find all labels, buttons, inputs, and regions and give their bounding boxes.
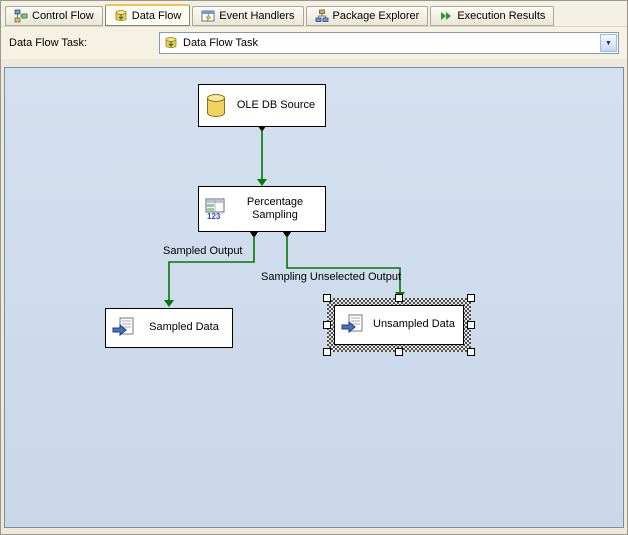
tab-label: Execution Results <box>457 10 546 22</box>
package-explorer-icon <box>315 9 328 22</box>
selection-handle-w[interactable] <box>323 321 331 329</box>
tab-label: Event Handlers <box>219 10 295 22</box>
connector-lines <box>164 126 405 307</box>
destination-file-icon <box>341 314 363 334</box>
selection-handle-sw[interactable] <box>323 348 331 356</box>
tab-control-flow[interactable]: Control Flow <box>5 6 103 26</box>
tab-label: Package Explorer <box>332 10 420 22</box>
dataflow-task-dropdown[interactable]: Data Flow Task ▼ <box>159 32 619 54</box>
edge-label-sampled-output: Sampled Output <box>163 245 243 257</box>
destination-file-icon <box>112 317 134 337</box>
dropdown-arrow-icon[interactable]: ▼ <box>600 34 617 52</box>
selection-handle-n[interactable] <box>395 294 403 302</box>
selection-handle-ne[interactable] <box>467 294 475 302</box>
selection-frame: Unsampled Data <box>323 294 475 356</box>
design-surface[interactable]: OLE DB Source 123 Percentage Sampling Sa… <box>4 67 624 528</box>
data-flow-task-icon <box>165 37 177 49</box>
selection-handle-nw[interactable] <box>323 294 331 302</box>
tab-data-flow[interactable]: Data Flow <box>104 4 191 26</box>
selection-handle-se[interactable] <box>467 348 475 356</box>
database-cylinder-icon <box>207 93 225 117</box>
node-sampled-data[interactable]: Sampled Data <box>105 308 233 348</box>
data-flow-icon <box>115 9 127 21</box>
tab-execution-results[interactable]: Execution Results <box>430 6 555 26</box>
node-title: OLE DB Source <box>236 98 316 111</box>
tab-event-handlers[interactable]: Event Handlers <box>192 6 304 26</box>
edge-label-sampling-unselected-output: Sampling Unselected Output <box>261 271 402 283</box>
node-title: Unsampled Data <box>373 318 455 331</box>
dataflow-task-label: Data Flow Task: <box>9 37 88 49</box>
designer-tabstrip: Control Flow Data Flow Event Handlers <box>1 1 627 27</box>
dropdown-selected-value: Data Flow Task <box>183 37 258 49</box>
tab-label: Control Flow <box>32 10 94 22</box>
selection-handle-e[interactable] <box>467 321 475 329</box>
selection-handle-s[interactable] <box>395 348 403 356</box>
node-percentage-sampling[interactable]: 123 Percentage Sampling <box>198 186 326 232</box>
node-ole-db-source[interactable]: OLE DB Source <box>198 84 326 127</box>
tab-label: Data Flow <box>131 9 182 22</box>
tab-package-explorer[interactable]: Package Explorer <box>305 6 429 26</box>
dataflow-task-bar: Data Flow Task: Data Flow Task ▼ <box>1 27 627 59</box>
node-title: Sampled Data <box>149 321 219 334</box>
event-handlers-icon <box>201 10 215 22</box>
execution-results-icon <box>441 12 452 20</box>
control-flow-icon <box>14 9 28 23</box>
sampling-grid-icon: 123 <box>205 198 225 220</box>
node-unsampled-data[interactable]: Unsampled Data <box>334 305 464 345</box>
svg-text:123: 123 <box>207 212 221 220</box>
node-title: Percentage Sampling <box>246 195 304 221</box>
